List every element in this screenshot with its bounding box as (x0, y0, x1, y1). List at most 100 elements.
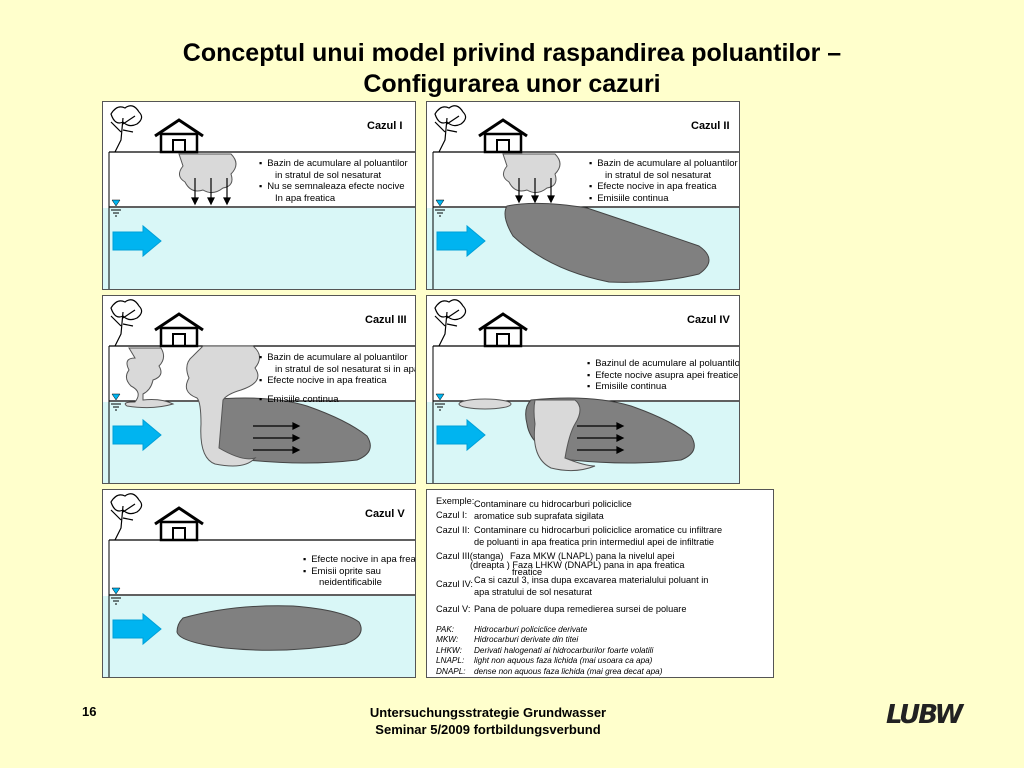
abbreviations-list: PAK: Hidrocarburi policiclice derivate MK… (436, 625, 662, 677)
case-3-bullet: in stratul de sol nesaturat si in apa fr… (275, 363, 415, 375)
seepage-arrows (191, 178, 231, 206)
example-line: apa stratului de sol nesaturat (474, 586, 592, 597)
pollutant-plume (504, 202, 710, 283)
example-label: Cazul II: (436, 525, 470, 535)
case-2-bullets: Bazin de acumulare al poluantilor in str… (589, 158, 738, 205)
example-line: (dreapta ) Faza LHKW (DNAPL) pana in apa… (470, 560, 685, 570)
case-1-diagram (103, 105, 415, 289)
abbreviation-row: LNAPL: light non aquous faza lichida (mai… (436, 656, 662, 666)
case-4-bullets: Bazinul de acumulare al poluantilor in a… (587, 358, 739, 393)
tree-icon (110, 493, 143, 541)
example-text: Pana de poluare dupa remedierea sursei d… (474, 604, 686, 616)
examples-box: Exemple: Cazul I: Contaminare cu hidroca… (426, 489, 774, 678)
case-4-bullet: Bazinul de acumulare al poluantilor in a… (587, 358, 739, 370)
case-5-diagram (103, 493, 415, 677)
case-1-bullet: Bazin de acumulare al poluantilor (259, 158, 407, 170)
pollutant-lens (458, 398, 512, 410)
abbreviation-text: light non aquous faza lichida (mai usoar… (474, 656, 653, 666)
case-4-panel: Cazul IV Bazinul de acumulare al poluant… (426, 295, 740, 484)
example-line: Contaminare cu hidrocarburi policiclice … (474, 525, 723, 535)
water-level-icon (435, 199, 445, 217)
pollutant-source (178, 153, 237, 194)
case-5-bullet: Emisii oprite sau (303, 566, 415, 578)
abbreviation-text: Hidrocarburi policiclice derivate (474, 625, 588, 634)
tree-icon (434, 105, 467, 153)
abbreviation: LNAPL: (436, 656, 465, 666)
slide-title-line2: Configurarea unor cazuri (363, 70, 661, 98)
water-level-icon (435, 393, 445, 411)
house-icon (154, 118, 204, 154)
abbreviation-text: Derivati halogenati ai hidrocarburilor f… (474, 645, 654, 655)
page-number: 16 (82, 704, 97, 719)
tree-icon (110, 299, 143, 347)
case-3-title: Cazul III (365, 314, 407, 326)
house-icon (154, 506, 204, 542)
pollutant-source-left (124, 347, 175, 409)
case-4-bullet: Efecte nocive asupra apei freatice (587, 370, 739, 382)
case-5-bullets: Efecte nocive in apa freatica Emisii opr… (303, 554, 415, 589)
case-1-bullet: in stratul de sol nesaturat (275, 169, 382, 181)
examples-title: Exemple: (436, 496, 475, 506)
pollutant-plume (176, 605, 362, 651)
case-1-bullets: Bazin de acumulare al poluantilor in str… (259, 158, 408, 204)
example-line: Ca si cazul 3, insa dupa excavarea mater… (474, 575, 709, 585)
example-line: de poluanti in apa freatica prin interme… (474, 536, 715, 547)
flow-arrow-icon (436, 418, 486, 452)
pollutant-source (502, 153, 561, 194)
case-1-bullet: Nu se semnaleaza efecte nocive (259, 181, 408, 193)
flow-arrows (577, 422, 625, 454)
pollutant-source-right (185, 345, 260, 467)
abbreviation-row: DNAPL:dense non aquous faza lichida (mai… (436, 667, 662, 677)
case-3-bullet: Bazin de acumulare al poluantilor (259, 352, 415, 364)
example-line: freatice (512, 567, 543, 577)
example-label: Cazul V: (436, 604, 471, 614)
case-2-bullet: Emisiile continua (589, 193, 738, 205)
case-4-bullet: Emisiile continua (587, 381, 739, 393)
water-level-icon (111, 199, 121, 217)
case-1-title: Cazul I (367, 120, 403, 132)
case-5-panel: Cazul V Efecte nocive in apa freatica Em… (102, 489, 416, 678)
footer-line2: Seminar 5/2009 fortbildungsverbund (375, 722, 601, 737)
case-1-bullet: In apa freatica (275, 192, 336, 204)
case-2-bullet: in stratul de sol nesaturat (605, 169, 712, 181)
tree-icon (110, 105, 143, 153)
footer-line1: Untersuchungsstrategie Grundwasser (369, 705, 607, 720)
example-text: Faza MKW (LNAPL) pana la nivelul apei (510, 551, 674, 563)
abbreviation-text: dense non aquous faza lichida (mai grea … (474, 666, 663, 676)
abbreviation-row: LHKW: Derivati halogenati ai hidrocarburi… (436, 646, 662, 656)
case-3-bullets: Bazin de acumulare al poluantilor in str… (259, 352, 415, 405)
case-2-bullet: Bazin de acumulare al poluantilor (589, 158, 737, 170)
abbreviation: PAK: (436, 625, 455, 634)
flow-arrow-icon (112, 418, 162, 452)
example-label: Cazul III(stanga) (436, 551, 504, 561)
example-label: Cazul I: (436, 510, 468, 520)
example-line: Contaminare cu hidrocarburi policiclice (474, 499, 632, 509)
case-1-panel: Cazul I Bazin de acumulare al poluantilo… (102, 101, 416, 290)
example-text: Ca si cazul 3, insa dupa excavarea mater… (474, 575, 708, 598)
case-2-diagram (427, 105, 739, 289)
example-text: Contaminare cu hidrocarburi policiclice … (474, 525, 722, 548)
case-5-bullet: neidentificabile (319, 577, 382, 589)
house-icon (478, 312, 528, 348)
house-icon (478, 118, 528, 154)
lubw-logo: LUBW (886, 700, 963, 730)
water-level-icon (111, 393, 121, 411)
flow-arrow-icon (436, 224, 486, 258)
example-line: aromatice sub suprafata sigilata (474, 510, 604, 521)
abbreviation: MKW: (436, 635, 459, 645)
abbreviation: LHKW: (436, 645, 462, 655)
pollutant-source (533, 399, 596, 472)
example-text: Contaminare cu hidrocarburi policiclice … (474, 499, 632, 522)
case-2-title: Cazul II (691, 120, 730, 132)
seepage-arrows (515, 178, 555, 204)
flow-arrow-icon (112, 612, 162, 646)
abbreviation-row: MKW:Hidrocarburi derivate din titei (436, 635, 662, 645)
case-3-diagram (103, 299, 415, 483)
case-2-bullet: Efecte nocive in apa freatica (589, 181, 738, 193)
water-level-icon (111, 587, 121, 605)
case-5-bullet: Efecte nocive in apa freatica (303, 554, 415, 566)
example-line: Faza MKW (LNAPL) pana la nivelul apei (510, 551, 675, 561)
example-line: Pana de poluare dupa remedierea sursei d… (474, 604, 687, 614)
flow-arrow-icon (112, 224, 162, 258)
house-icon (154, 312, 204, 348)
